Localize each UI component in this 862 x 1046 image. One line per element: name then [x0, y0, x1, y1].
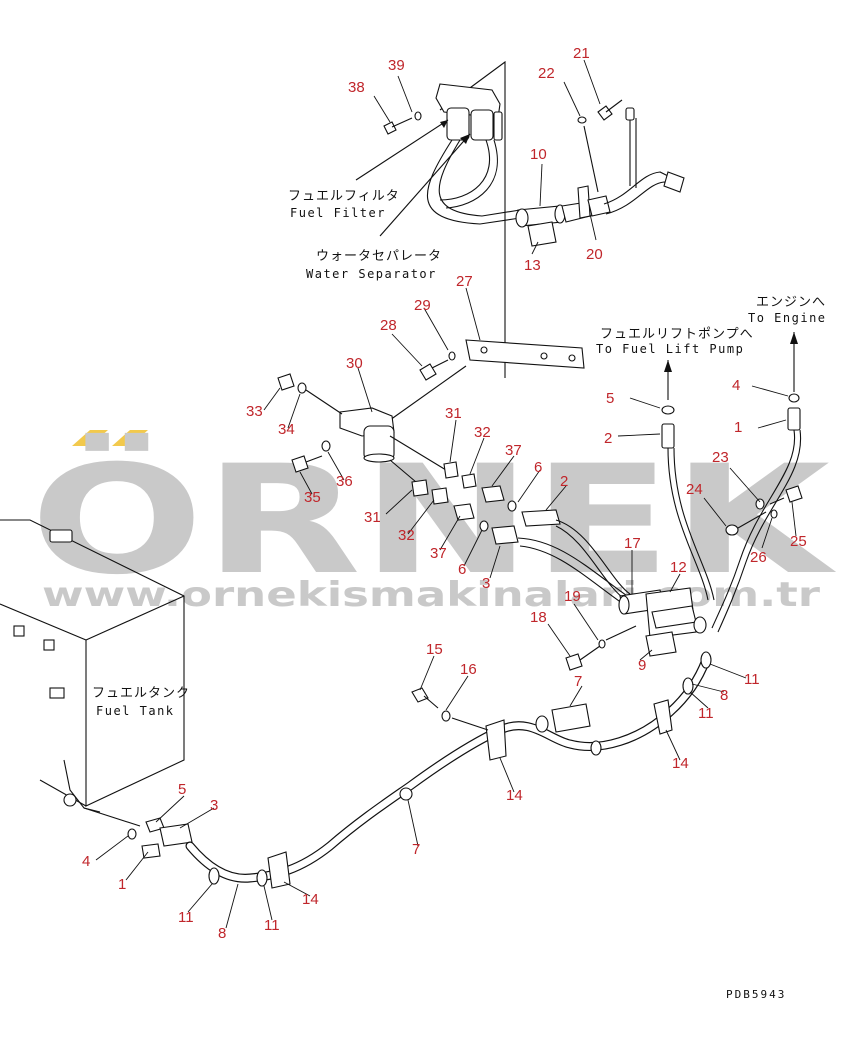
callout: 27 [456, 273, 473, 290]
callout: 24 [686, 481, 703, 498]
callout: 29 [414, 297, 431, 314]
callout: 28 [380, 317, 397, 334]
callout: 31 [445, 405, 462, 422]
callout: 38 [348, 79, 365, 96]
callout: 19 [564, 588, 581, 605]
callout: 33 [246, 403, 263, 420]
callout: 23 [712, 449, 729, 466]
callout: 32 [474, 424, 491, 441]
callout: 1 [734, 419, 742, 436]
callout: 14 [672, 755, 689, 772]
fittings-upper [389, 435, 561, 527]
fuel-filter-en-label: Fuel Filter [290, 206, 386, 220]
callout: 35 [304, 489, 321, 506]
engine-jp-label: エンジンへ [756, 295, 826, 310]
callout: 15 [426, 641, 443, 658]
fuel-tank-en-label: Fuel Tank [96, 704, 175, 718]
callout: 39 [388, 57, 405, 74]
callout: 1 [118, 876, 126, 893]
callout: 7 [574, 673, 582, 690]
fuel-lift-pump-jp-label: フュエルリフトポンプへ [600, 327, 754, 342]
callout: 37 [505, 442, 522, 459]
callout: 26 [750, 549, 767, 566]
drawing-code: PDB5943 [726, 988, 786, 1001]
callout: 10 [530, 146, 547, 163]
callout: 30 [346, 355, 363, 372]
bracket-assembly [277, 339, 585, 473]
callout: 20 [586, 246, 603, 263]
text-labels: フュエルフィルタ Fuel Filter ウォータセパレータ Water Sep… [92, 189, 827, 1001]
callout: 2 [604, 430, 612, 447]
callout: 11 [744, 671, 760, 688]
fuel-filter-jp-label: フュエルフィルタ [288, 189, 400, 204]
supply-hoses [517, 332, 803, 633]
fuel-tank [0, 519, 185, 827]
callout: 3 [210, 797, 218, 814]
callout-numbers: 39 38 21 22 10 20 13 27 29 28 30 33 34 3… [82, 45, 807, 942]
callout: 14 [302, 891, 319, 908]
callout: 8 [218, 925, 226, 942]
water-separator-en-label: Water Separator [306, 267, 437, 281]
callout: 13 [524, 257, 541, 274]
callout: 12 [670, 559, 687, 576]
callout: 7 [412, 841, 420, 858]
callout: 5 [606, 390, 614, 407]
callout: 21 [573, 45, 590, 62]
callout: 4 [732, 377, 740, 394]
callout: 4 [82, 853, 90, 870]
callout: 14 [506, 787, 523, 804]
tank-fittings [127, 817, 193, 859]
fittings-lower [389, 459, 519, 545]
callout: 34 [278, 421, 295, 438]
main-hose [185, 651, 712, 889]
callout: 11 [178, 909, 194, 926]
callout: 37 [430, 545, 447, 562]
callout: 6 [458, 561, 466, 578]
water-separator-jp-label: ウォータセパレータ [316, 249, 442, 264]
watermark-accent-left [72, 430, 108, 446]
watermark-accent-right [112, 430, 148, 446]
watermark-url: www.ornekismakinalari.com.tr [42, 575, 820, 615]
filter-hose [426, 99, 685, 247]
callout: 2 [560, 473, 568, 490]
watermark: ÖRNEK www.ornekismakinalari.com.tr [30, 430, 836, 615]
callout: 3 [482, 575, 490, 592]
fuel-lift-pump-en-label: To Fuel Lift Pump [596, 342, 744, 356]
callout: 16 [460, 661, 477, 678]
callout: 11 [264, 917, 280, 934]
callout: 25 [790, 533, 807, 550]
callout: 6 [534, 459, 542, 476]
fuel-tank-jp-label: フュエルタンク [92, 686, 190, 701]
callout: 8 [720, 687, 728, 704]
callout: 31 [364, 509, 381, 526]
fuel-filter-assembly [355, 60, 506, 378]
callout: 9 [638, 657, 646, 674]
callout: 11 [698, 705, 714, 722]
callout: 36 [336, 473, 353, 490]
valve-assembly [565, 587, 707, 671]
callout: 32 [398, 527, 415, 544]
leader-lines [95, 59, 797, 929]
callout: 17 [624, 535, 641, 552]
callout: 5 [178, 781, 186, 798]
engine-en-label: To Engine [748, 311, 827, 325]
callout: 22 [538, 65, 555, 82]
callout: 18 [530, 609, 547, 626]
